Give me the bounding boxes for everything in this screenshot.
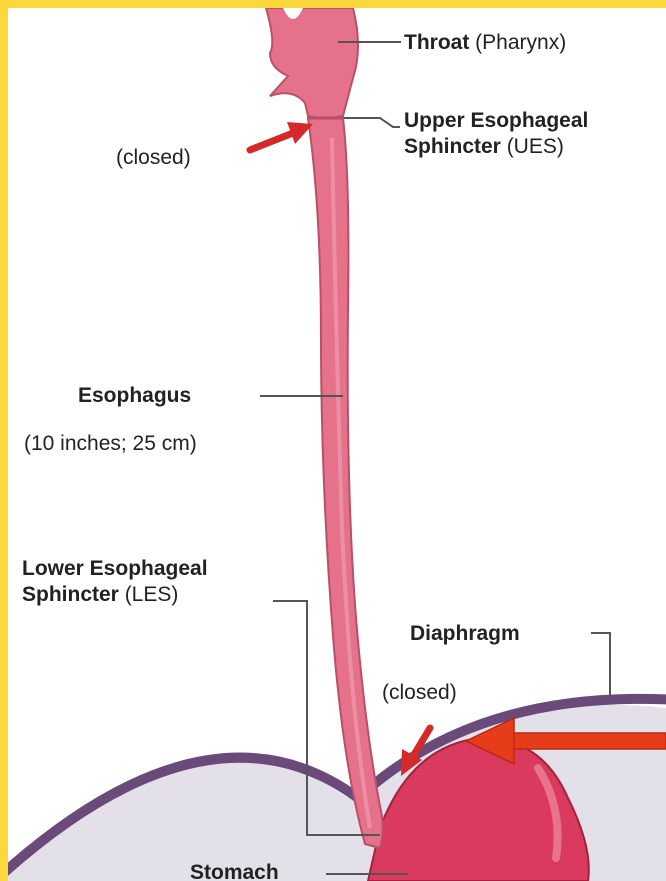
esophagus-tube [308, 118, 383, 848]
esophagus-length-text: (10 inches; 25 cm) [24, 432, 197, 455]
throat-label-paren: (Pharynx) [469, 31, 566, 54]
esophagus-length-label: (10 inches; 25 cm) [24, 431, 197, 457]
lower-closed-text: (closed) [382, 681, 457, 704]
stomach-label-text: Stomach [190, 861, 279, 881]
ues-label-paren: (UES) [501, 135, 564, 158]
diaphragm-leader [591, 633, 610, 696]
upper-closed-label: (closed) [116, 145, 191, 171]
diagram-canvas: Throat (Pharynx) Upper Esophageal Sphinc… [8, 8, 666, 881]
diaphragm-label: Diaphragm [410, 621, 520, 647]
throat-label: Throat (Pharynx) [404, 30, 566, 56]
diaphragm-label-text: Diaphragm [410, 622, 520, 645]
throat-shape [266, 8, 358, 118]
ues-label: Upper Esophageal Sphincter (UES) [404, 108, 588, 160]
upper-closed-arrow [250, 122, 313, 150]
ues-label-bold2: Sphincter [404, 135, 501, 158]
les-label-line1: Lower Esophageal [22, 557, 208, 580]
lower-closed-label: (closed) [382, 680, 457, 706]
les-label: Lower Esophageal Sphincter (LES) [22, 556, 208, 608]
ues-label-line1: Upper Esophageal [404, 109, 588, 132]
upper-closed-text: (closed) [116, 146, 191, 169]
stomach-label: Stomach [190, 860, 279, 881]
les-label-bold2: Sphincter [22, 583, 119, 606]
esophagus-label: Esophagus [78, 383, 191, 409]
esophagus-label-bold: Esophagus [78, 384, 191, 407]
throat-label-bold: Throat [404, 31, 469, 54]
les-label-paren: (LES) [119, 583, 179, 606]
ues-leader [344, 118, 400, 127]
